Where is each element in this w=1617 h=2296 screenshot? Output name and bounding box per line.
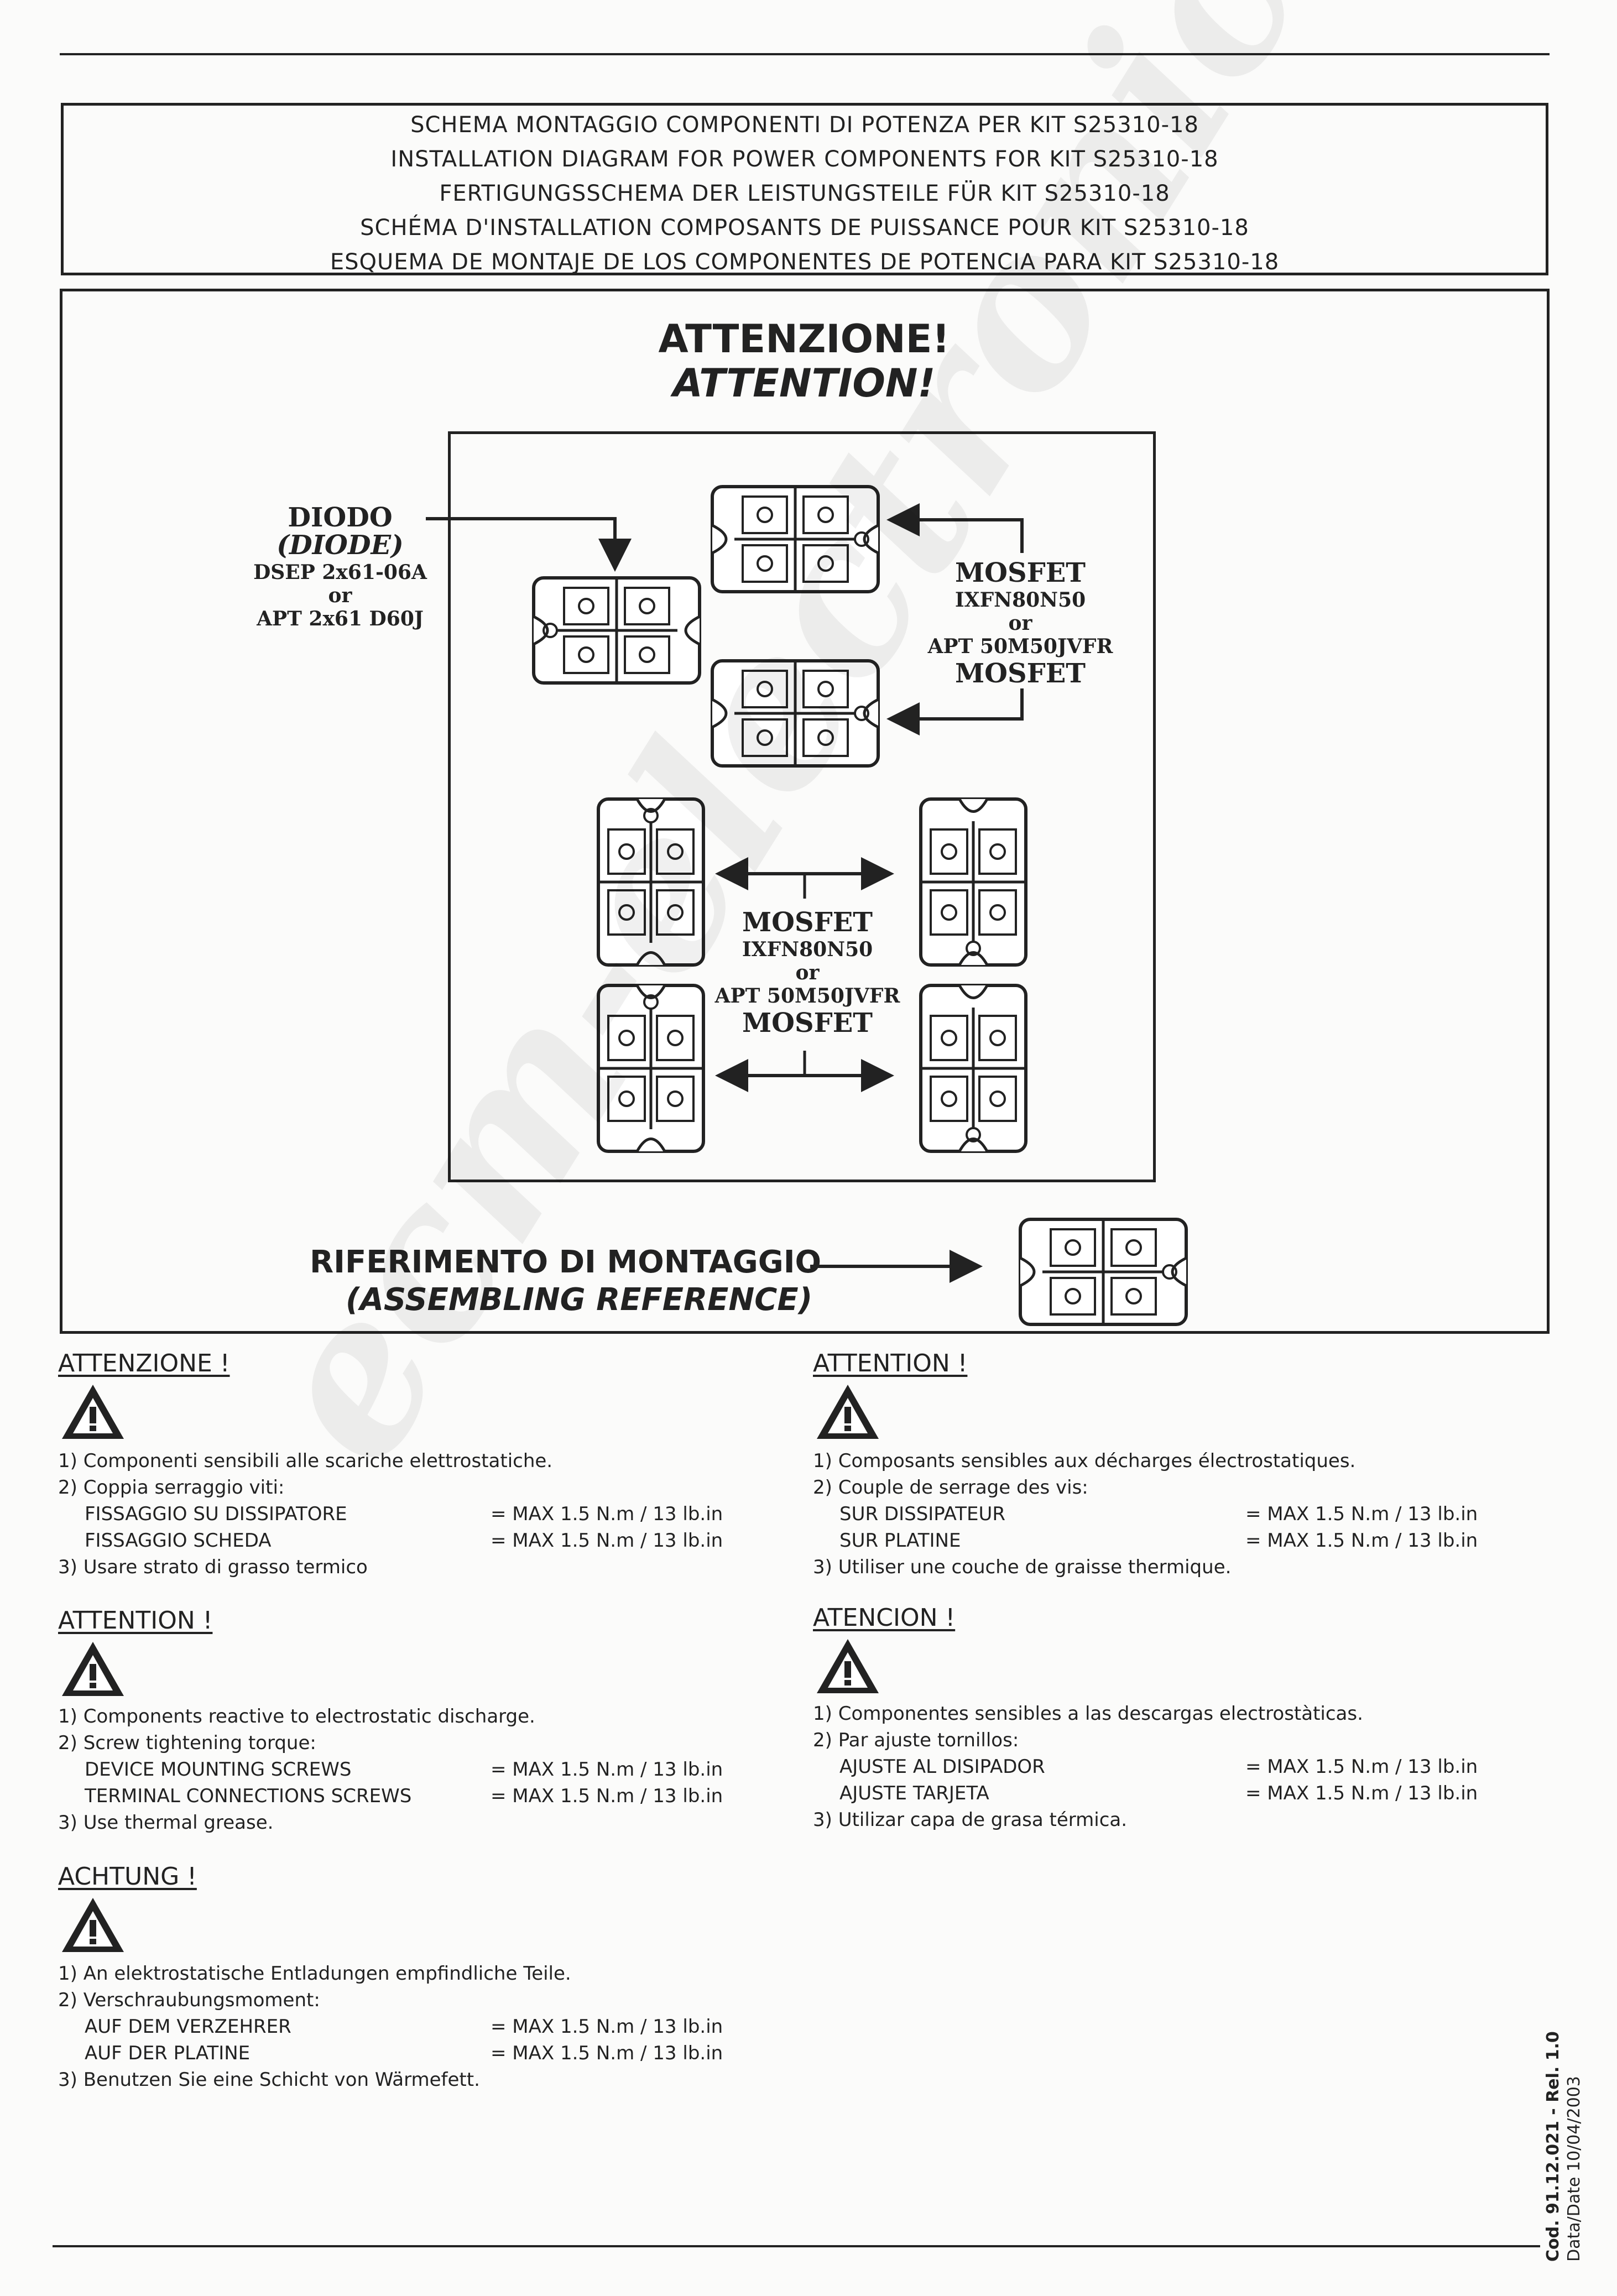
mosfet-top-part-1: IXFN80N50 [954, 588, 1086, 612]
header-line-en: INSTALLATION DIAGRAM FOR POWER COMPONENT… [390, 147, 1219, 172]
notes-it-b-value: = MAX 1.5 N.m / 13 lb.in [491, 1530, 723, 1552]
warning-icon [62, 1385, 124, 1439]
diode-or: or [328, 584, 352, 607]
notes-es-heading: ATENCION ! [813, 1604, 956, 1632]
notes-es-a-label: AJUSTE AL DISIPADOR [839, 1756, 1045, 1778]
notes-it-a-label: FISSAGGIO SU DISSIPATORE [85, 1503, 347, 1525]
mosfet-center-or: or [795, 961, 820, 984]
notes-de-b-label: AUF DER PLATINE [85, 2042, 251, 2064]
notes-it-b-label: FISSAGGIO SCHEDA [85, 1530, 272, 1552]
notes-it-line-1: 1) Componenti sensibili alle scariche el… [58, 1450, 553, 1472]
notes-de-heading: ACHTUNG ! [58, 1862, 197, 1891]
notes-it-line-2: 2) Coppia serraggio viti: [58, 1476, 285, 1499]
notes-fr-a-label: SUR DISSIPATEUR [839, 1503, 1006, 1525]
notes-en-line-1: 1) Components reactive to electrostatic … [58, 1705, 535, 1728]
notes-en-b-label: TERMINAL CONNECTIONS SCREWS [85, 1785, 412, 1807]
mosfet-center-label: MOSFET [742, 907, 873, 938]
mosfet-module-left-upper [598, 799, 703, 965]
notes-en-a-label: DEVICE MOUNTING SCREWS [85, 1758, 352, 1781]
diode-arrow [426, 517, 632, 572]
header-line-it: SCHEMA MONTAGGIO COMPONENTI DI POTENZA P… [410, 112, 1199, 138]
mosfet-top-or: or [1008, 612, 1032, 635]
notes-it-heading: ATTENZIONE ! [58, 1349, 230, 1377]
warning-icon [62, 1642, 124, 1696]
header-line-de: FERTIGUNGSSCHEMA DER LEISTUNGSTEILE FÜR … [439, 181, 1170, 206]
notes-fr-line-3: 3) Utiliser une couche de graisse thermi… [813, 1556, 1232, 1578]
notes-fr-body: 1) Composants sensibles aux décharges él… [813, 1448, 1478, 1580]
notes-es-line-2: 2) Par ajuste tornillos: [813, 1729, 1019, 1751]
warning-icon [62, 1898, 124, 1952]
warning-icon [817, 1385, 879, 1439]
mosfet-center-part-2: APT 50M50JVFR [714, 984, 900, 1008]
diagram-box [60, 289, 1550, 1334]
mosfet-middle-arrow [886, 688, 1024, 735]
notes-it-body: 1) Componenti sensibili alle scariche el… [58, 1448, 723, 1580]
reference-label-it: RIFERIMENTO DI MONTAGGIO [310, 1244, 822, 1280]
notes-en-line-3: 3) Use thermal grease. [58, 1812, 274, 1834]
notes-es-b-label: AJUSTE TARJETA [839, 1782, 989, 1804]
reference-label-en: (ASSEMBLING REFERENCE) [346, 1282, 813, 1318]
diagram-title-en: ATTENTION! [672, 361, 936, 406]
bottom-rule [53, 2245, 1540, 2247]
mosfet-center-label-2: MOSFET [742, 1008, 873, 1039]
diode-part-1: DSEP 2x61-06A [253, 561, 427, 584]
document-code: Cod. 91.12.021 - Rel. 1.0 Data/Date 10/0… [1543, 2031, 1585, 2262]
notes-de-a-label: AUF DEM VERZEHRER [85, 2016, 291, 2038]
mosfet-center-label-group: MOSFET IXFN80N50 or APT 50M50JVFR MOSFET [708, 907, 907, 1039]
notes-de-line-3: 3) Benutzen Sie eine Schicht von Wärmefe… [58, 2069, 480, 2091]
notes-en-b-value: = MAX 1.5 N.m / 13 lb.in [491, 1785, 723, 1807]
reference-module [1020, 1219, 1186, 1324]
notes-fr-heading: ATTENTION ! [813, 1349, 968, 1377]
diode-module [534, 578, 700, 683]
diode-label: DIODO [288, 502, 393, 533]
diode-label-group: DIODO (DIODE) DSEP 2x61-06A or APT 2x61 … [243, 502, 437, 630]
notes-fr-b-value: = MAX 1.5 N.m / 13 lb.in [1245, 1530, 1478, 1552]
mosfet-module-middle [712, 661, 878, 766]
diode-label-en: (DIODE) [277, 530, 404, 561]
document-code-line: Cod. 91.12.021 - Rel. 1.0 [1543, 2031, 1563, 2262]
mosfet-top-label-2: MOSFET [955, 658, 1086, 689]
mosfet-center-part-1: IXFN80N50 [742, 938, 873, 961]
notes-es-body: 1) Componentes sensibles a las descargas… [813, 1700, 1478, 1833]
notes-fr-a-value: = MAX 1.5 N.m / 13 lb.in [1245, 1503, 1478, 1525]
notes-fr-b-label: SUR PLATINE [839, 1530, 961, 1552]
mosfet-top-part-2: APT 50M50JVFR [927, 635, 1113, 658]
mosfet-top-label: MOSFET [955, 557, 1086, 588]
notes-en-body: 1) Components reactive to electrostatic … [58, 1703, 723, 1836]
warning-icon [817, 1639, 879, 1693]
notes-en-line-2: 2) Screw tightening torque: [58, 1732, 316, 1754]
notes-it-a-value: = MAX 1.5 N.m / 13 lb.in [491, 1503, 723, 1525]
mosfet-module-right-upper [921, 799, 1026, 965]
mosfet-module-right-lower [921, 985, 1026, 1151]
notes-es-line-1: 1) Componentes sensibles a las descargas… [813, 1703, 1363, 1725]
mosfet-top-arrow [886, 503, 1024, 553]
notes-en-heading: ATTENTION ! [58, 1606, 213, 1635]
mosfet-top-label-group: MOSFET IXFN80N50 or APT 50M50JVFR MOSFET [924, 557, 1117, 689]
top-rule [60, 53, 1550, 55]
header-line-es: ESQUEMA DE MONTAJE DE LOS COMPONENTES DE… [330, 249, 1280, 275]
notes-fr-line-2: 2) Couple de serrage des vis: [813, 1476, 1088, 1499]
diagram-title-it: ATTENZIONE! [658, 316, 950, 362]
header-line-fr: SCHÉMA D'INSTALLATION COMPOSANTS DE PUIS… [360, 215, 1249, 241]
notes-de-a-value: = MAX 1.5 N.m / 13 lb.in [491, 2016, 723, 2038]
notes-es-a-value: = MAX 1.5 N.m / 13 lb.in [1245, 1756, 1478, 1778]
notes-de-line-2: 2) Verschraubungsmoment: [58, 1989, 320, 2011]
header-title-box: SCHEMA MONTAGGIO COMPONENTI DI POTENZA P… [61, 103, 1548, 275]
notes-de-b-value: = MAX 1.5 N.m / 13 lb.in [491, 2042, 723, 2064]
mosfet-module-top [712, 487, 878, 592]
notes-es-line-3: 3) Utilizar capa de grasa térmica. [813, 1809, 1128, 1831]
notes-fr-line-1: 1) Composants sensibles aux décharges él… [813, 1450, 1356, 1472]
notes-it-line-3: 3) Usare strato di grasso termico [58, 1556, 368, 1578]
mounting-area-box [448, 431, 1156, 1182]
diode-part-2: APT 2x61 D60J [257, 607, 424, 630]
mosfet-module-left-lower [598, 985, 703, 1151]
notes-en-a-value: = MAX 1.5 N.m / 13 lb.in [491, 1758, 723, 1781]
notes-de-body: 1) An elektrostatische Entladungen empfi… [58, 1960, 723, 2093]
document-date-line: Data/Date 10/04/2003 [1564, 2076, 1584, 2262]
component-diagram [426, 0, 1617, 1338]
notes-de-line-1: 1) An elektrostatische Entladungen empfi… [58, 1963, 571, 1985]
notes-es-b-value: = MAX 1.5 N.m / 13 lb.in [1245, 1782, 1478, 1804]
